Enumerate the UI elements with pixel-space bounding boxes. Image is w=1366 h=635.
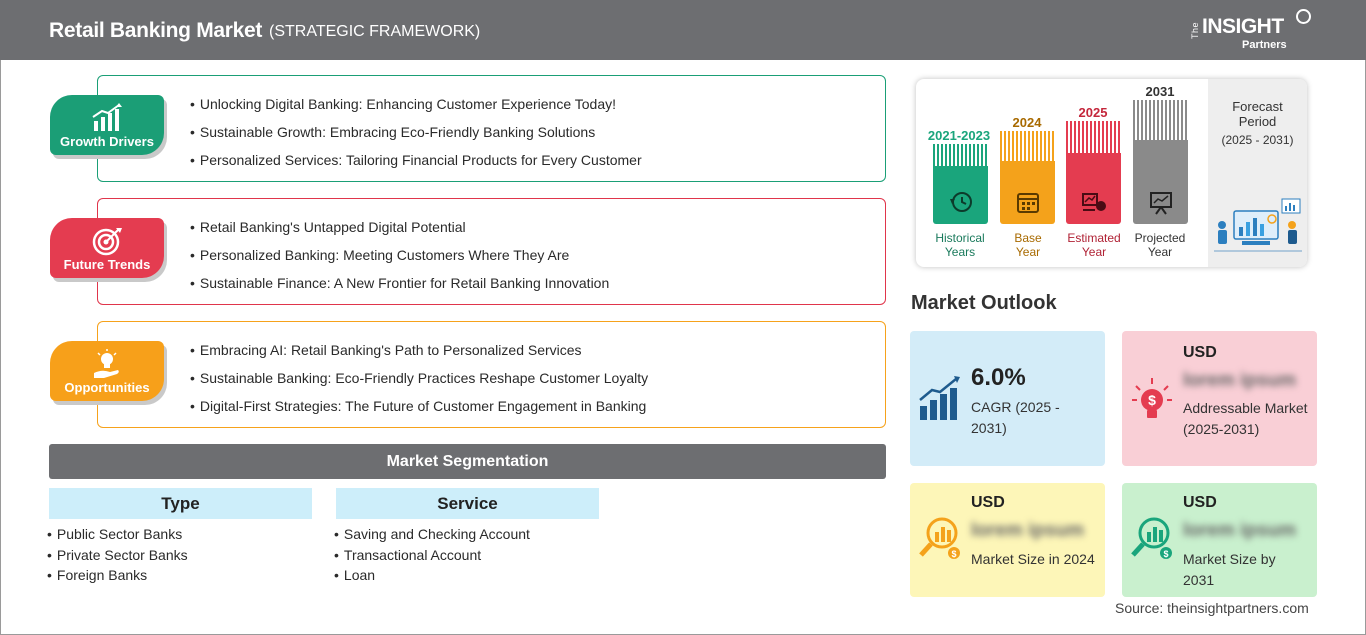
forecast-title-line1: Forecast (1232, 99, 1283, 114)
market-size-2024-card: $ USD lorem ipsum Market Size in 2024 (910, 483, 1105, 597)
timeline-label-base: Base Year (988, 231, 1068, 259)
page-title: Retail Banking Market (49, 19, 263, 42)
timeline-year: 2021-2023 (927, 128, 991, 143)
list-item: Loan (334, 565, 530, 586)
opportunities-label: Opportunities (64, 380, 150, 395)
list-item: Personalized Banking: Meeting Customers … (190, 246, 609, 274)
label-line: Year (1081, 245, 1107, 259)
list-item: Transactional Account (334, 545, 530, 566)
label-line: Year (1147, 245, 1173, 259)
magnifier-chart-icon: $ (1131, 517, 1172, 559)
list-item: Retail Banking's Untapped Digital Potent… (190, 218, 609, 246)
addressable-market-card: $ USD lorem ipsum Addressable Market (20… (1122, 331, 1317, 466)
size-2024-currency: USD (971, 494, 1005, 511)
insight-partners-logo: The INSIGHT Partners (1190, 9, 1315, 53)
market-size-2031-card: $ USD lorem ipsum Market Size by 2031 (1122, 483, 1317, 597)
label-line: Years (944, 245, 976, 259)
target-icon (92, 228, 122, 256)
addressable-currency: USD (1183, 344, 1217, 361)
dollar-bulb-icon: $ (1132, 378, 1172, 418)
timeline-bar-projected (1133, 100, 1188, 224)
list-item: Public Sector Banks (47, 524, 188, 545)
growth-drivers-label: Growth Drivers (60, 134, 154, 149)
cagr-card: 6.0% CAGR (2025 - 2031) (910, 331, 1105, 466)
size-2031-label: Market Size by 2031 (1183, 551, 1276, 588)
market-outlook-title: Market Outlook (911, 292, 1057, 314)
label-line: Historical (935, 231, 985, 245)
lightbulb-hand-icon (94, 349, 119, 378)
growth-drivers-list: Unlocking Digital Banking: Enhancing Cus… (190, 95, 642, 179)
timeline-label-projected: Projected Year (1120, 231, 1200, 259)
addressable-value-blurred: lorem ipsum (1183, 370, 1296, 391)
forecast-title-line2: Period (1238, 114, 1277, 129)
history-icon (950, 192, 972, 212)
segment-service-list: Saving and Checking Account Transactiona… (334, 524, 530, 586)
cagr-value: 6.0% (971, 364, 1026, 391)
segmentation-title: Market Segmentation (49, 444, 886, 479)
timeline-bar-base (1000, 131, 1055, 224)
list-item: Private Sector Banks (47, 545, 188, 566)
timeline-bar-estimated (1066, 121, 1121, 224)
future-trends-list: Retail Banking's Untapped Digital Potent… (190, 218, 609, 302)
logo-ring-icon (1296, 9, 1311, 24)
growth-drivers-badge: Growth Drivers (50, 95, 164, 155)
list-item: Sustainable Banking: Eco-Friendly Practi… (190, 369, 648, 397)
segment-type-heading: Type (49, 488, 312, 519)
size-2031-value-blurred: lorem ipsum (1183, 520, 1296, 541)
analytics-team-icon (1214, 198, 1302, 252)
future-trends-box: Retail Banking's Untapped Digital Potent… (97, 198, 886, 305)
svg-text:$: $ (1148, 392, 1156, 408)
magnifier-chart-icon: $ (919, 517, 960, 559)
growth-drivers-box: Unlocking Digital Banking: Enhancing Cus… (97, 75, 886, 182)
list-item: Sustainable Finance: A New Frontier for … (190, 274, 609, 302)
header-bar: Retail Banking Market (STRATEGIC FRAMEWO… (0, 0, 1366, 60)
svg-text:$: $ (1163, 549, 1168, 559)
svg-text:$: $ (951, 549, 956, 559)
timeline-label-estimated: Estimated Year (1054, 231, 1134, 259)
opportunities-list: Embracing AI: Retail Banking's Path to P… (190, 341, 648, 425)
forecast-title: Forecast Period (1208, 99, 1307, 129)
list-item: Digital-First Strategies: The Future of … (190, 397, 648, 425)
forecast-range: (2025 - 2031) (1221, 133, 1294, 147)
label-line: Base (1014, 231, 1042, 245)
future-trends-label: Future Trends (63, 257, 151, 272)
timeline-year: 2031 (1145, 84, 1175, 99)
future-trends-badge: Future Trends (50, 218, 164, 278)
size-2024-label: Market Size in 2024 (971, 551, 1095, 567)
timeline-year: 2024 (1012, 115, 1042, 130)
cagr-label: CAGR (2025 - 2031) (971, 399, 1060, 436)
segment-type-list: Public Sector Banks Private Sector Banks… (47, 524, 188, 586)
list-item: Foreign Banks (47, 565, 188, 586)
list-item: Personalized Services: Tailoring Financi… (190, 151, 642, 179)
size-2031-currency: USD (1183, 494, 1217, 511)
logo-partners: Partners (1242, 39, 1287, 51)
logo-the: The (1190, 21, 1200, 39)
label-line: Projected (1134, 231, 1186, 245)
list-item: Saving and Checking Account (334, 524, 530, 545)
forecast-panel: Forecast Period (2025 - 2031) (1208, 79, 1307, 267)
label-line: Estimated (1067, 231, 1121, 245)
list-item: Embracing AI: Retail Banking's Path to P… (190, 341, 648, 369)
calendar-icon (1017, 193, 1039, 213)
estimate-icon (1082, 193, 1106, 211)
page-subtitle: (STRATEGIC FRAMEWORK) (269, 23, 481, 40)
list-item: Unlocking Digital Banking: Enhancing Cus… (190, 95, 642, 123)
projection-board-icon (1150, 192, 1172, 215)
growth-bars-icon (919, 376, 960, 420)
addressable-label: Addressable Market (2025-2031) (1183, 400, 1308, 437)
logo-insight: INSIGHT (1202, 15, 1284, 38)
opportunities-box: Embracing AI: Retail Banking's Path to P… (97, 321, 886, 428)
source-note: Source: theinsightpartners.com (1115, 600, 1309, 616)
size-2024-value-blurred: lorem ipsum (971, 520, 1084, 541)
list-item: Sustainable Growth: Embracing Eco-Friend… (190, 123, 642, 151)
timeline-year: 2025 (1078, 105, 1108, 120)
timeline-bar-historical (933, 144, 988, 224)
opportunities-badge: Opportunities (50, 341, 164, 401)
timeline-label-historical: Historical Years (920, 231, 1000, 259)
label-line: Year (1015, 245, 1041, 259)
segment-service-heading: Service (336, 488, 599, 519)
growth-chart-icon (92, 103, 122, 131)
